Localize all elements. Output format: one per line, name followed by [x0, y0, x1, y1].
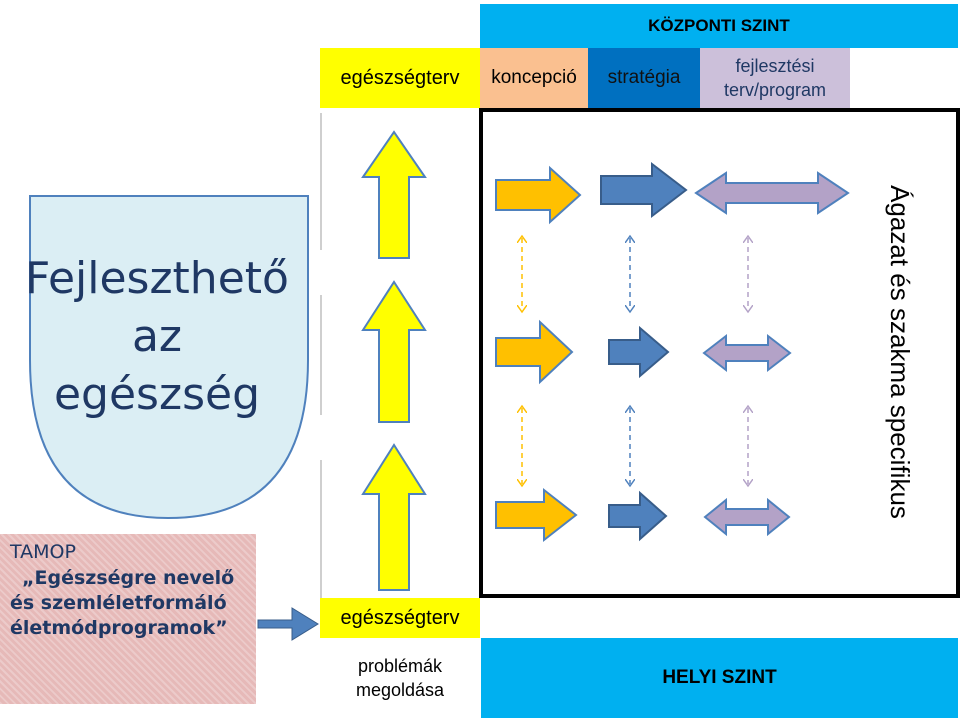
orange-arrow-2 [495, 319, 574, 385]
dev-plan-line1: fejlesztési [735, 56, 815, 76]
tamop-arrow [257, 607, 319, 641]
leaf-title-line2: az egészség [53, 311, 260, 420]
up-arrow-3 [361, 443, 427, 591]
blue-arrow-1 [600, 161, 688, 219]
dev-plan-line2: terv/program [723, 80, 827, 100]
problems-solution-label: problémák megoldása [320, 650, 480, 706]
leaf-shape [29, 195, 309, 520]
main-frame [479, 108, 960, 598]
up-arrow-1 [361, 130, 427, 259]
tamop-line1: TAMOP [10, 541, 76, 563]
tamop-line2: „Egészségre nevelő [22, 567, 235, 589]
health-plan-top-band [320, 48, 480, 108]
strategy-band [588, 48, 700, 108]
side-label: Ágazat és szakma specifikus [885, 185, 916, 519]
dev-plan-band [700, 48, 850, 108]
problems-line2: megoldása [355, 680, 445, 700]
concept-label: koncepció [491, 67, 577, 88]
concept-band [480, 48, 588, 108]
blue-arrow-2 [608, 325, 670, 379]
local-level-label: HELYI SZINT [662, 667, 777, 688]
orange-arrow-1 [495, 165, 582, 225]
central-level-band [480, 4, 958, 48]
purple-double-arrow-3 [703, 497, 791, 537]
tamop-text: TAMOP „Egészségre nevelő és szemléletfor… [10, 538, 254, 641]
tamop-box [0, 534, 256, 704]
blue-arrow-3 [608, 490, 668, 542]
leaf-title: Fejleszthető az egészség [22, 250, 292, 424]
health-plan-bottom-band [320, 598, 480, 638]
health-plan-top-label: egészségterv [340, 66, 460, 89]
tamop-line4: életmódprogramok” [10, 617, 228, 639]
purple-double-arrow-2 [702, 333, 792, 373]
up-arrows [361, 130, 427, 591]
health-plan-bottom-label: egészségterv [340, 606, 460, 629]
dev-plan-label: fejlesztési terv/program [700, 48, 850, 108]
orange-arrow-3 [495, 487, 578, 543]
central-level-label: KÖZPONTI SZINT [648, 16, 790, 35]
local-level-band [481, 638, 958, 718]
leaf-title-line1: Fejleszthető [25, 253, 289, 304]
strategy-label: stratégia [607, 67, 681, 88]
problems-line1: problémák [357, 656, 443, 676]
purple-double-arrow-1 [694, 171, 850, 215]
up-arrow-2 [361, 280, 427, 423]
tamop-line3: és szemléletformáló [10, 592, 227, 614]
